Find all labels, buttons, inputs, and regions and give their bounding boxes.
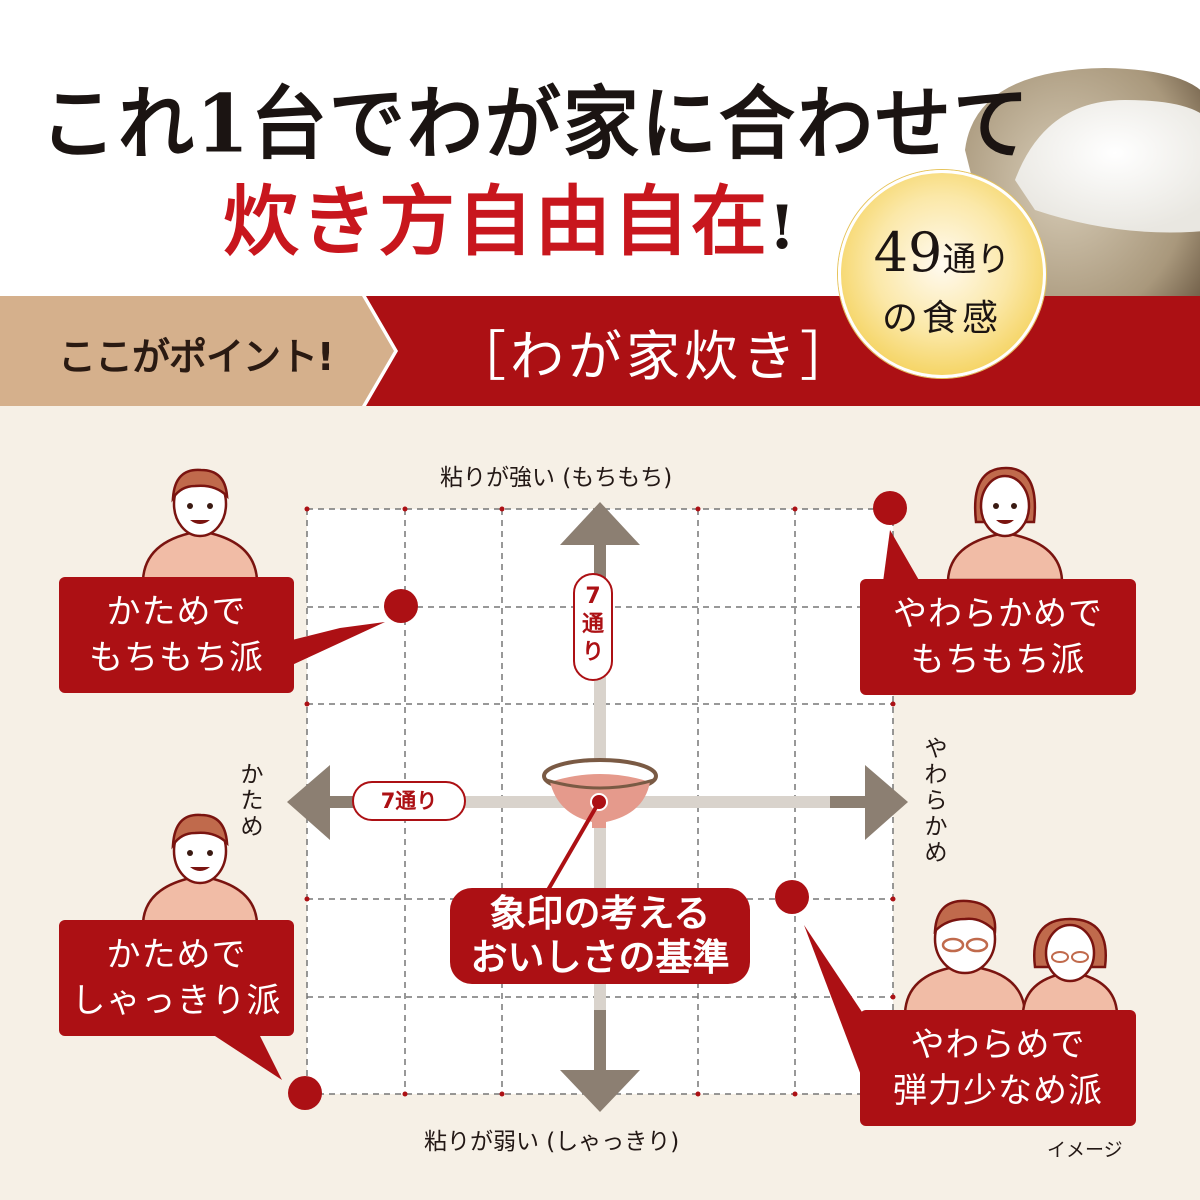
axis-left-char: た (240, 788, 264, 814)
badge-line1: 49通り (841, 221, 1043, 284)
headline-line2-text: 炊き方自由自在 (222, 177, 769, 266)
point-hard-crisp (288, 1076, 322, 1110)
persona-line1: かためで (106, 592, 247, 632)
point-soft-sticky (873, 491, 907, 525)
axis-left-label: か た め (238, 762, 266, 840)
texture-count-badge: 49通り の食感 (838, 170, 1046, 378)
headline-line2: 炊き方自由自在! (180, 160, 840, 270)
persona-line2: 弾力少なめ派 (893, 1071, 1103, 1111)
persona-soft-less-elastic: やわらめで 弾力少なめ派 (860, 1010, 1136, 1126)
axis-right-char: や (924, 736, 948, 762)
woman-icon (946, 466, 1064, 582)
point-label-panel: ここがポイント! (0, 296, 400, 406)
headline-exclamation: ! (768, 193, 798, 263)
point-hard-sticky (384, 589, 418, 623)
elderly-couple-icon (903, 899, 1119, 1015)
standard-label: 象印の考える おいしさの基準 (450, 892, 750, 980)
headline-line1: これ1台でわが家に合わせて (40, 77, 1031, 171)
persona-line2: しゃっきり派 (71, 981, 282, 1021)
badge-number: 49 (873, 221, 943, 284)
vertical-count-char: 7 (585, 584, 601, 609)
standard-label-bg (450, 888, 750, 984)
standard-label-line1: 象印の考える (489, 892, 711, 935)
feature-band: ここがポイント! ［わが家炊き］ (0, 296, 1200, 406)
axis-top-label: 粘りが強い (もちもち) (440, 465, 673, 491)
axis-right-char: か (924, 814, 948, 840)
vertical-count-pill: 7 通 り (573, 573, 613, 681)
man-young-icon (141, 468, 259, 582)
axis-bottom-label: 粘りが弱い (しゃっきり) (424, 1129, 680, 1155)
axis-right-char: わ (924, 762, 948, 788)
standard-label-line2: おいしさの基準 (470, 936, 730, 979)
badge-unit: 通り (942, 240, 1011, 280)
point-label: ここがポイント! (58, 335, 334, 379)
persona-line2: もちもち派 (910, 640, 1086, 680)
persona-line1: やわらかめで (893, 594, 1103, 634)
persona-line1: かためで (106, 935, 247, 975)
persona-soft-sticky: やわらかめで もちもち派 (860, 579, 1136, 695)
badge-line2: の食感 (881, 298, 1002, 339)
axis-left-char: め (240, 814, 264, 840)
persona-line2: もちもち派 (89, 638, 264, 678)
feature-title: ［わが家炊き］ (452, 325, 858, 388)
feature-title-panel (365, 296, 1200, 406)
persona-line1: やわらめで (910, 1025, 1086, 1065)
persona-hard-crisp: かためで しゃっきり派 (59, 920, 294, 1036)
axis-right-char: ら (924, 788, 948, 814)
image-note: イメージ (1047, 1139, 1123, 1161)
axis-right-char: め (924, 840, 948, 866)
vertical-count-char: り (581, 640, 604, 665)
man-casual-icon (141, 813, 259, 925)
axis-left-char: か (240, 762, 264, 788)
vertical-count-char: 通 (581, 612, 604, 637)
point-soft-less-elastic (775, 880, 809, 914)
horizontal-count-pill: 7通り (352, 781, 466, 821)
axis-right-label: や わ ら か め (922, 736, 950, 866)
persona-hard-sticky: かためで もちもち派 (59, 577, 294, 693)
